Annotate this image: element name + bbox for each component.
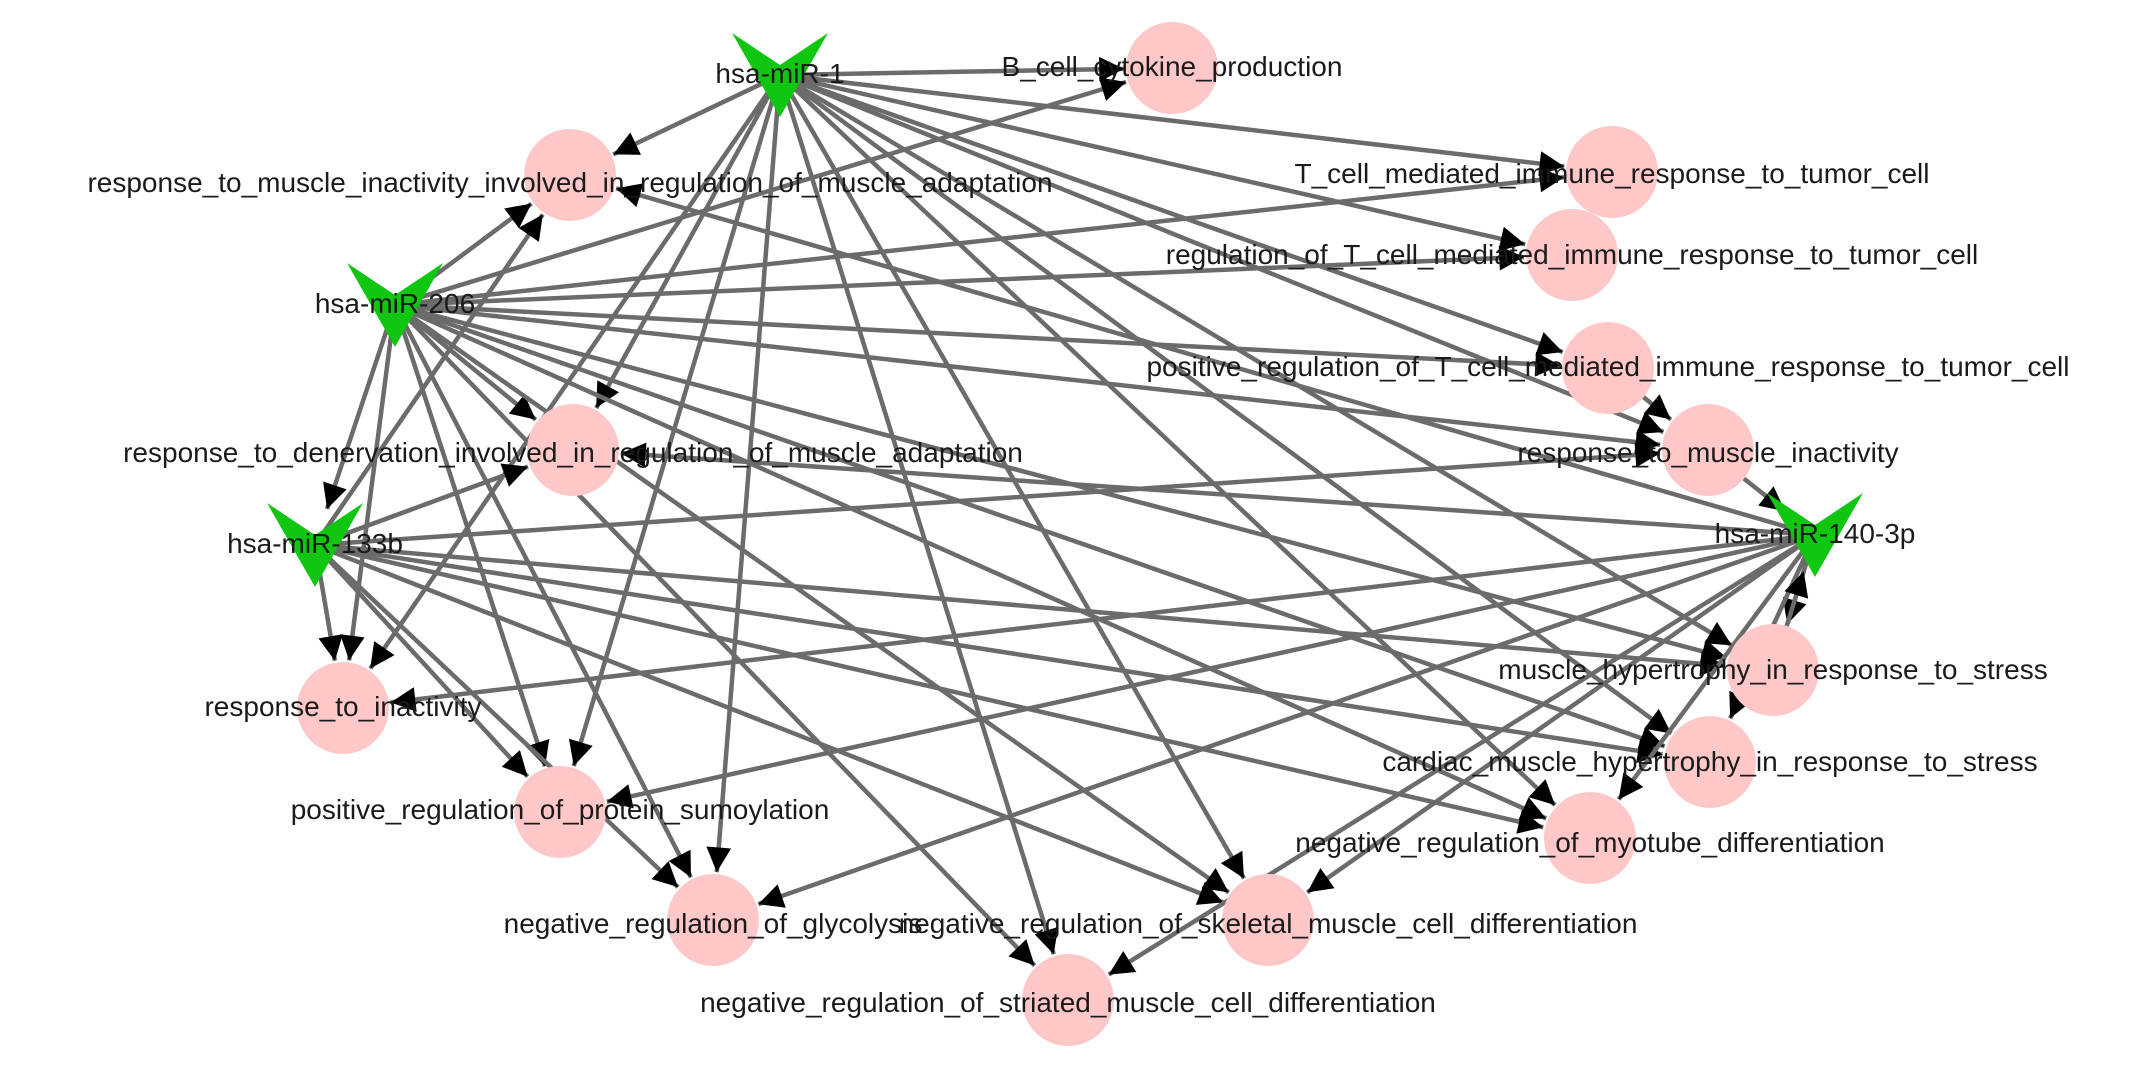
edge-mir133b-to-rmi_adapt	[318, 213, 545, 539]
node-label-denerv: response_to_denervation_involved_in_regu…	[123, 437, 1023, 468]
node-label-mir1: hsa-miR-1	[715, 58, 844, 89]
edge-mir1-to-rmi_adapt	[612, 77, 772, 157]
node-label-cardiac: cardiac_muscle_hypertrophy_in_response_t…	[1382, 746, 2037, 777]
term-node-sumo[interactable]	[514, 766, 606, 858]
term-node-bcell[interactable]	[1126, 22, 1218, 114]
node-label-glyco: negative_regulation_of_glycolysis	[504, 908, 923, 939]
edge-mir1-to-muscle_hyp	[787, 78, 1733, 648]
edge-mir1-to-reg_tcell	[789, 75, 1526, 251]
edge-mir206-to-reg_tcell	[404, 245, 1525, 307]
node-label-muscle_hyp: muscle_hypertrophy_in_response_to_stress	[1498, 654, 2047, 685]
edge-mir140-to-rmi_adapt	[615, 183, 1807, 535]
edge-mir206-to-cardiac	[403, 306, 1666, 750]
node-label-bcell: B_cell_cytokine_production	[1002, 51, 1343, 82]
edge-mir140-to-denerv	[620, 442, 1806, 537]
edge-mir140-to-skeletal	[1305, 538, 1809, 895]
edge-mir133b-to-sumo	[320, 550, 530, 779]
term-node-rmi[interactable]	[1662, 404, 1754, 496]
node-label-reg_tcell: regulation_of_T_cell_mediated_immune_res…	[1166, 239, 1979, 270]
labels-layer: B_cell_cytokine_production response_to_mu…	[87, 51, 2069, 1018]
edges-layer	[314, 56, 1815, 977]
term-node-reg_tcell[interactable]	[1526, 209, 1618, 301]
edge-mir1-to-bcell	[789, 56, 1125, 82]
edge-mir133b-to-muscle_hyp	[324, 543, 1726, 677]
term-node-denerv[interactable]	[527, 404, 619, 496]
mirna-node-mir206[interactable]	[347, 263, 443, 347]
node-label-skeletal: negative_regulation_of_skeletal_muscle_c…	[899, 908, 1638, 939]
node-label-inactivity: response_to_inactivity	[204, 691, 481, 722]
edge-mir206-to-mir133b	[323, 313, 394, 510]
edge-mir206-to-myotube	[403, 307, 1548, 821]
term-node-striated[interactable]	[1022, 954, 1114, 1046]
edge-mir140-to-myotube	[1616, 541, 1811, 801]
edge-mir133b-to-myotube	[324, 545, 1544, 834]
mirna-node-mir133b[interactable]	[267, 503, 363, 587]
node-label-mir206: hsa-miR-206	[315, 288, 475, 319]
edge-pos_tcell-to-rmi	[1642, 394, 1673, 422]
edge-mir206-to-rmi	[404, 303, 1661, 455]
node-label-myotube: negative_regulation_of_myotube_different…	[1295, 827, 1884, 858]
edge-mir1-to-tcell	[789, 73, 1565, 176]
term-node-skeletal[interactable]	[1222, 874, 1314, 966]
node-label-tcell: T_cell_mediated_immune_response_to_tumor…	[1294, 158, 1929, 189]
edge-mir133b-to-skeletal	[323, 546, 1225, 905]
edge-mir206-to-inactivity	[340, 314, 396, 661]
edge-mir1-to-striated	[780, 83, 1059, 955]
term-node-tcell[interactable]	[1566, 126, 1658, 218]
edge-mir1-to-cardiac	[786, 79, 1673, 736]
edge-mir133b-to-cardiac	[324, 544, 1663, 764]
nodes-layer	[267, 22, 1863, 1046]
edge-muscle_hyp-to-mir140	[1784, 570, 1809, 627]
edge-mir133b-to-glyco	[320, 550, 680, 889]
edge-mir1-to-denerv	[594, 82, 778, 410]
edge-mir206-to-pos_tcell	[404, 303, 1561, 377]
edge-mir206-to-tcell	[404, 167, 1565, 307]
edge-mir1-to-rmi	[788, 76, 1665, 435]
edge-mir133b-to-rmi	[324, 442, 1661, 547]
node-label-mir140: hsa-miR-140-3p	[1715, 518, 1916, 549]
node-label-striated: negative_regulation_of_striated_muscle_c…	[700, 987, 1436, 1018]
term-node-rmi_adapt[interactable]	[524, 129, 616, 221]
term-node-pos_tcell[interactable]	[1562, 322, 1654, 414]
node-label-mir133b: hsa-miR-133b	[227, 528, 403, 559]
node-label-rmi_adapt: response_to_muscle_inactivity_involved_i…	[87, 167, 1052, 198]
edge-mir206-to-denerv	[401, 309, 538, 422]
edge-mir140-to-glyco	[757, 536, 1807, 908]
term-node-muscle_hyp[interactable]	[1727, 624, 1819, 716]
edge-mir206-to-bcell	[403, 77, 1127, 305]
node-label-sumo: positive_regulation_of_protein_sumoylati…	[291, 794, 830, 825]
term-node-glyco[interactable]	[667, 874, 759, 966]
edge-mir1-to-myotube	[785, 80, 1557, 807]
term-node-inactivity[interactable]	[297, 662, 389, 754]
term-node-cardiac[interactable]	[1664, 716, 1756, 808]
term-node-myotube[interactable]	[1544, 792, 1636, 884]
edge-mir1-to-pos_tcell	[788, 76, 1564, 356]
edge-mir140-to-striated	[1107, 538, 1808, 977]
node-label-pos_tcell: positive_regulation_of_T_cell_mediated_i…	[1146, 351, 2069, 382]
node-label-rmi: response_to_muscle_inactivity	[1517, 437, 1898, 468]
edge-mir1-to-glyco	[706, 84, 782, 873]
edge-mir140-to-sumo	[606, 534, 1806, 809]
mirna-node-mir140[interactable]	[1767, 493, 1863, 577]
edge-mir133b-to-denerv	[323, 463, 529, 544]
edge-mir206-to-skeletal	[401, 308, 1231, 895]
mirna-node-mir1[interactable]	[732, 33, 828, 117]
edge-mir140-to-inactivity	[390, 533, 1806, 712]
